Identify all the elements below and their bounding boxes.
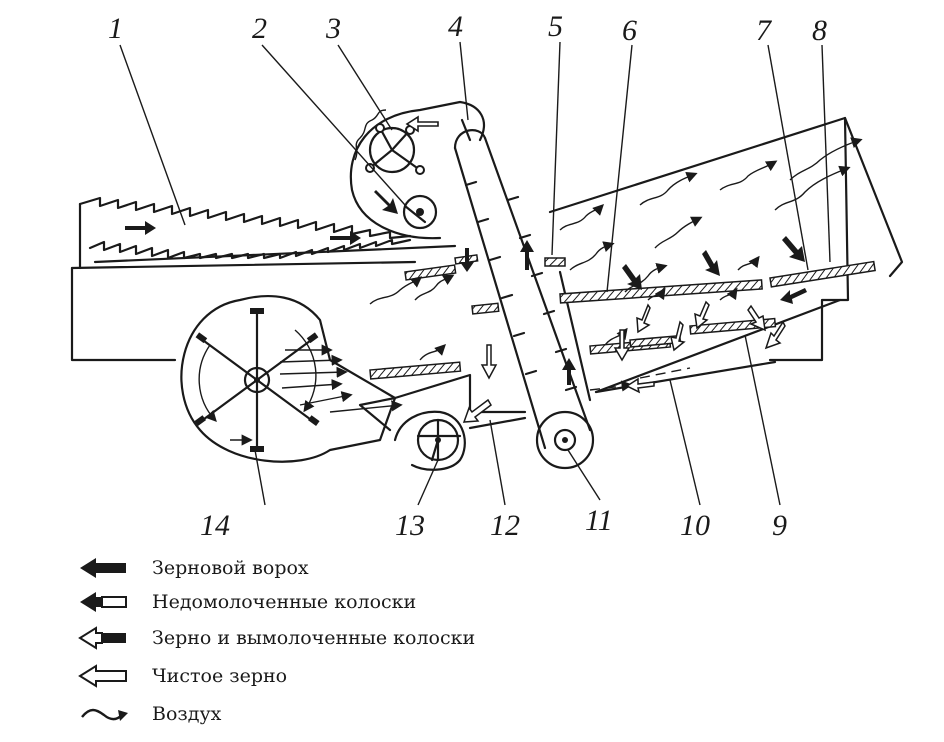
label-3: 3	[325, 12, 341, 45]
label-4: 4	[448, 10, 463, 43]
legend-item: Чистое зерно	[76, 662, 287, 690]
legend-label: Воздух	[152, 703, 222, 725]
legend-item: Воздух	[76, 700, 221, 728]
outline-arrow-icon	[78, 664, 127, 688]
legend-item: Недомолоченные колоски	[76, 588, 416, 616]
leader-lines	[119, 41, 831, 506]
clean-grain-arrows	[462, 300, 766, 423]
label-6: 6	[622, 14, 637, 47]
fan-blades	[194, 308, 320, 452]
label-9: 9	[772, 509, 787, 542]
grain-flow-arrows	[460, 236, 807, 350]
label-5: 5	[548, 10, 563, 43]
legend-label: Недомолоченные колоски	[152, 591, 417, 613]
feed-conveyor	[78, 196, 457, 270]
label-13: 13	[395, 509, 425, 542]
label-7: 7	[756, 14, 773, 47]
label-14: 14	[200, 509, 230, 542]
legend-item: Зерновой ворох	[76, 554, 309, 582]
label-1: 1	[108, 12, 123, 45]
legend-label: Зерно и вымолоченные колоски	[152, 627, 476, 649]
thresher-housing	[349, 100, 486, 240]
label-8: 8	[812, 14, 827, 47]
outline-head-solid-tail-arrow-icon	[80, 592, 127, 612]
fan-air-arrows	[279, 344, 403, 413]
label-12: 12	[490, 509, 520, 542]
lower-auger	[393, 410, 466, 471]
elevator-buckets	[464, 180, 578, 392]
label-10: 10	[680, 509, 710, 542]
label-11: 11	[585, 504, 613, 537]
legend-label: Чистое зерно	[152, 665, 288, 687]
solid-arrow-icon	[80, 558, 126, 578]
wavy-arrow-icon	[81, 708, 128, 721]
part-labels: 1 2 3 4 5 6 7 8 9 10 11 12 13 14	[108, 10, 827, 542]
solid-head-outline-tail-arrow-icon	[78, 626, 126, 650]
legend-item: Зерно и вымолоченные колоски	[76, 624, 475, 652]
legend-label: Зерновой ворох	[152, 557, 309, 579]
fan-housing	[180, 294, 397, 463]
machine-housing	[70, 116, 904, 432]
air-flow-arrows	[369, 137, 863, 392]
label-2: 2	[252, 12, 267, 45]
elevator	[453, 118, 595, 470]
